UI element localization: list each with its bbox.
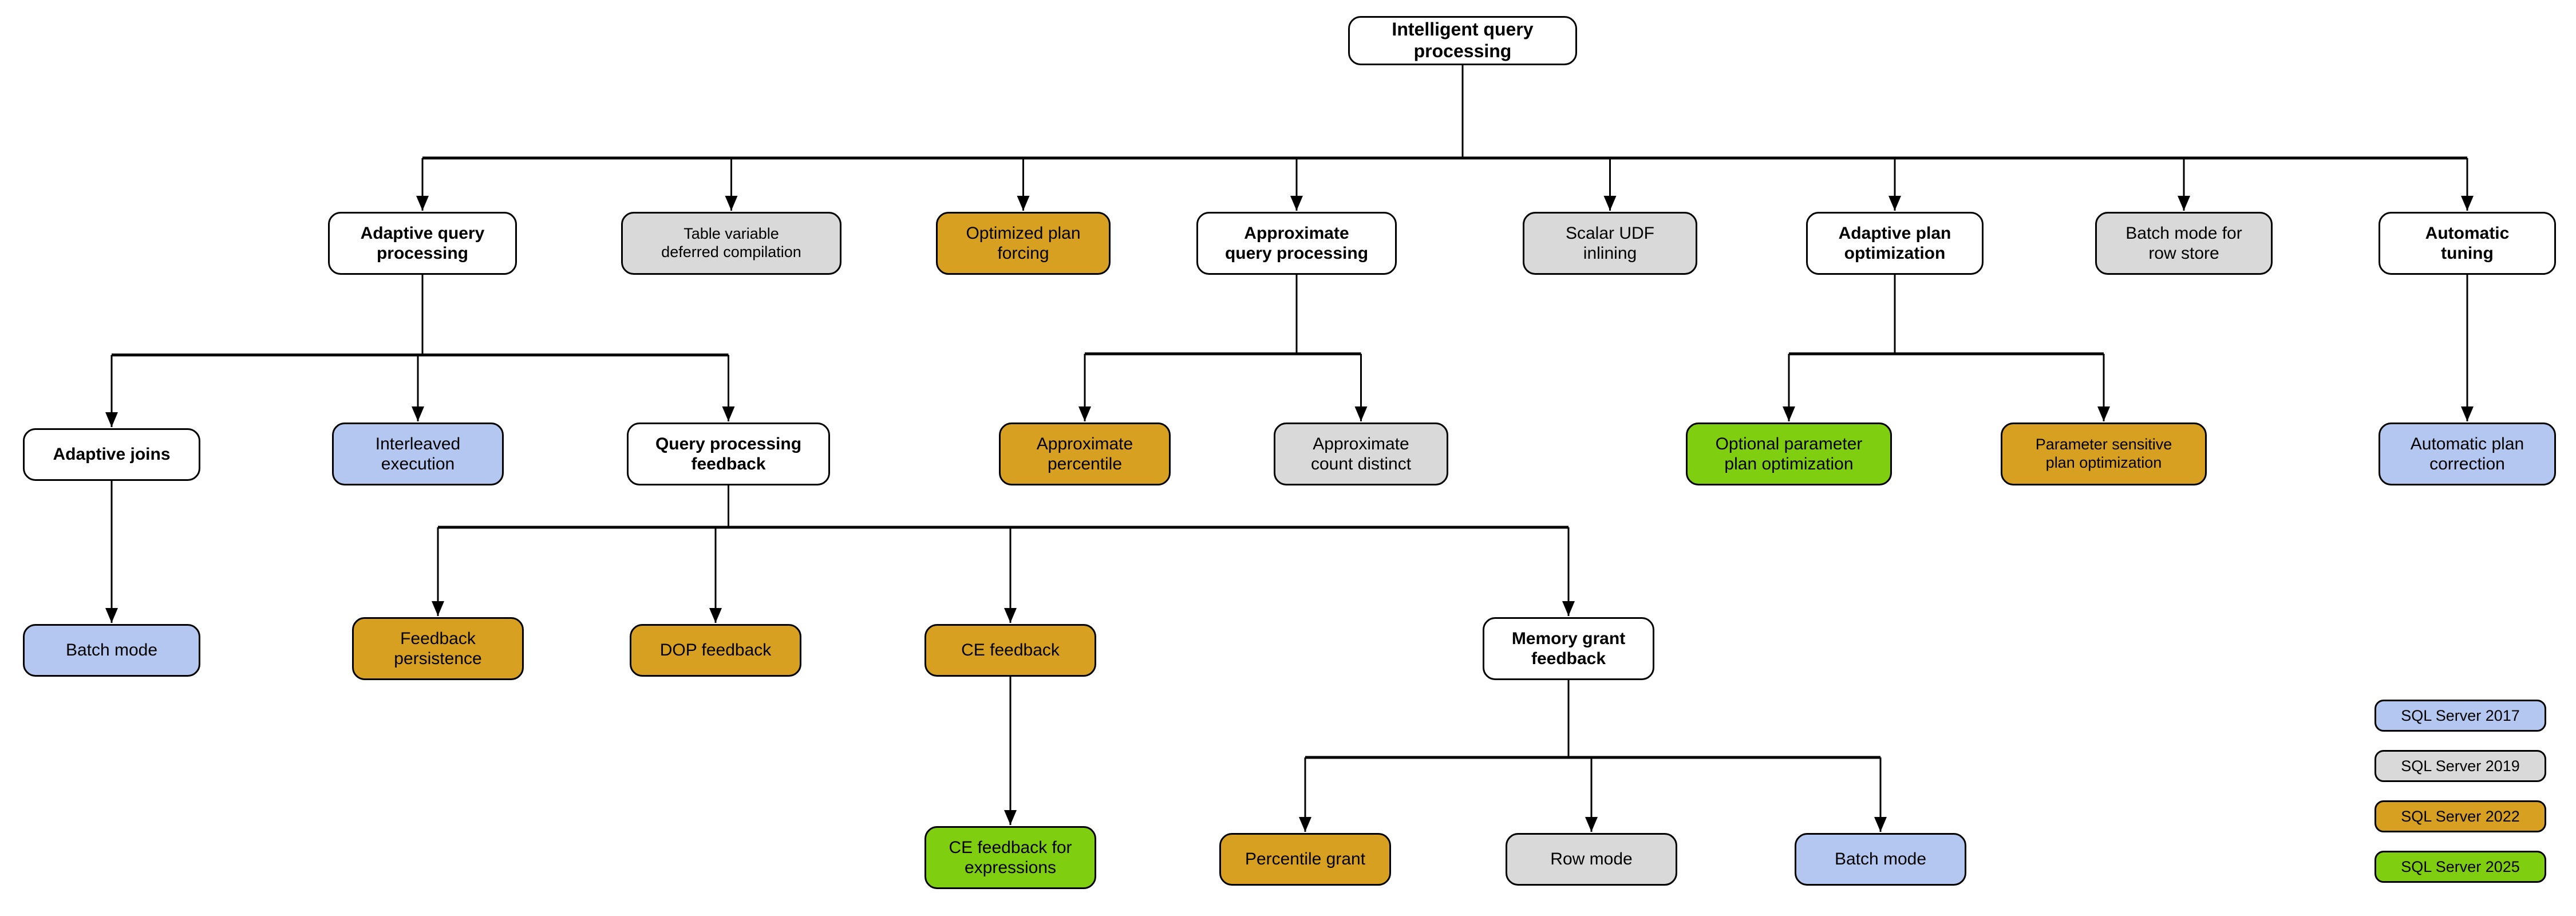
node-batch-mode-for-row-store[interactable]: Batch mode for row store: [2095, 212, 2273, 275]
node-adaptive-plan-optimization[interactable]: Adaptive plan optimization: [1806, 212, 1984, 275]
node-optional-parameter-plan-optimization[interactable]: Optional parameter plan optimization: [1686, 423, 1892, 485]
arrowhead-adaptive-query-processing: [105, 412, 118, 427]
node-approximate-count-distinct[interactable]: Approximate count distinct: [1274, 423, 1448, 485]
legend-item-sql-server-2022[interactable]: SQL Server 2022: [2374, 800, 2546, 832]
node-automatic-plan-correction[interactable]: Automatic plan correction: [2379, 423, 2556, 485]
node-parameter-sensitive-plan-optimization[interactable]: Parameter sensitive plan optimization: [2001, 423, 2207, 485]
legend-item-sql-server-2019[interactable]: SQL Server 2019: [2374, 750, 2546, 782]
arrowhead-root: [1017, 196, 1030, 211]
arrowhead-adaptive-joins: [105, 608, 118, 623]
arrowhead-root: [1603, 196, 1617, 211]
arrowhead-query-processing-feedback: [1562, 601, 1575, 616]
node-adaptive-joins[interactable]: Adaptive joins: [23, 428, 200, 481]
node-interleaved-execution[interactable]: Interleaved execution: [332, 423, 504, 485]
node-automatic-tuning[interactable]: Automatic tuning: [2379, 212, 2556, 275]
node-dop-feedback[interactable]: DOP feedback: [630, 624, 801, 677]
node-percentile-grant[interactable]: Percentile grant: [1219, 833, 1391, 886]
arrowhead-adaptive-plan-optimization: [2097, 406, 2110, 421]
arrowhead-adaptive-plan-optimization: [1783, 406, 1795, 421]
arrowhead-root: [2178, 196, 2190, 211]
arrowhead-query-processing-feedback: [1004, 608, 1017, 623]
node-query-processing-feedback[interactable]: Query processing feedback: [627, 423, 830, 485]
node-batch-mode-mgf[interactable]: Batch mode: [1795, 833, 1966, 886]
node-approximate-percentile[interactable]: Approximate percentile: [999, 423, 1171, 485]
node-table-variable-deferred-compilation[interactable]: Table variable deferred compilation: [621, 212, 841, 275]
node-batch-mode-aj[interactable]: Batch mode: [23, 624, 200, 677]
legend-item-sql-server-2017[interactable]: SQL Server 2017: [2374, 700, 2546, 732]
arrowhead-ce-feedback: [1004, 810, 1017, 825]
node-row-mode[interactable]: Row mode: [1506, 833, 1677, 886]
node-root[interactable]: Intelligent query processing: [1348, 16, 1577, 65]
arrowhead-root: [1290, 196, 1303, 211]
node-adaptive-query-processing[interactable]: Adaptive query processing: [328, 212, 517, 275]
arrowhead-root: [2461, 196, 2474, 211]
node-ce-feedback-for-expressions[interactable]: CE feedback for expressions: [924, 826, 1096, 889]
node-memory-grant-feedback[interactable]: Memory grant feedback: [1483, 617, 1654, 680]
node-scalar-udf-inlining[interactable]: Scalar UDF inlining: [1523, 212, 1697, 275]
arrowhead-root: [725, 196, 738, 211]
arrowhead-automatic-tuning: [2461, 406, 2474, 421]
arrowhead-adaptive-query-processing: [412, 406, 424, 421]
arrowhead-memory-grant-feedback: [1585, 817, 1598, 832]
arrowhead-root: [416, 196, 429, 211]
arrowhead-approximate-query-processing: [1078, 406, 1091, 421]
legend-item-sql-server-2025[interactable]: SQL Server 2025: [2374, 851, 2546, 883]
arrowhead-adaptive-query-processing: [722, 406, 735, 421]
arrowhead-root: [1888, 196, 1901, 211]
node-approximate-query-processing[interactable]: Approximate query processing: [1196, 212, 1397, 275]
arrowhead-memory-grant-feedback: [1299, 817, 1311, 832]
arrowhead-memory-grant-feedback: [1874, 817, 1887, 832]
arrowhead-query-processing-feedback: [432, 601, 444, 616]
node-ce-feedback[interactable]: CE feedback: [924, 624, 1096, 677]
node-optimized-plan-forcing[interactable]: Optimized plan forcing: [936, 212, 1111, 275]
arrowhead-query-processing-feedback: [709, 608, 722, 623]
node-feedback-persistence[interactable]: Feedback persistence: [352, 617, 524, 680]
arrowhead-approximate-query-processing: [1354, 406, 1368, 421]
